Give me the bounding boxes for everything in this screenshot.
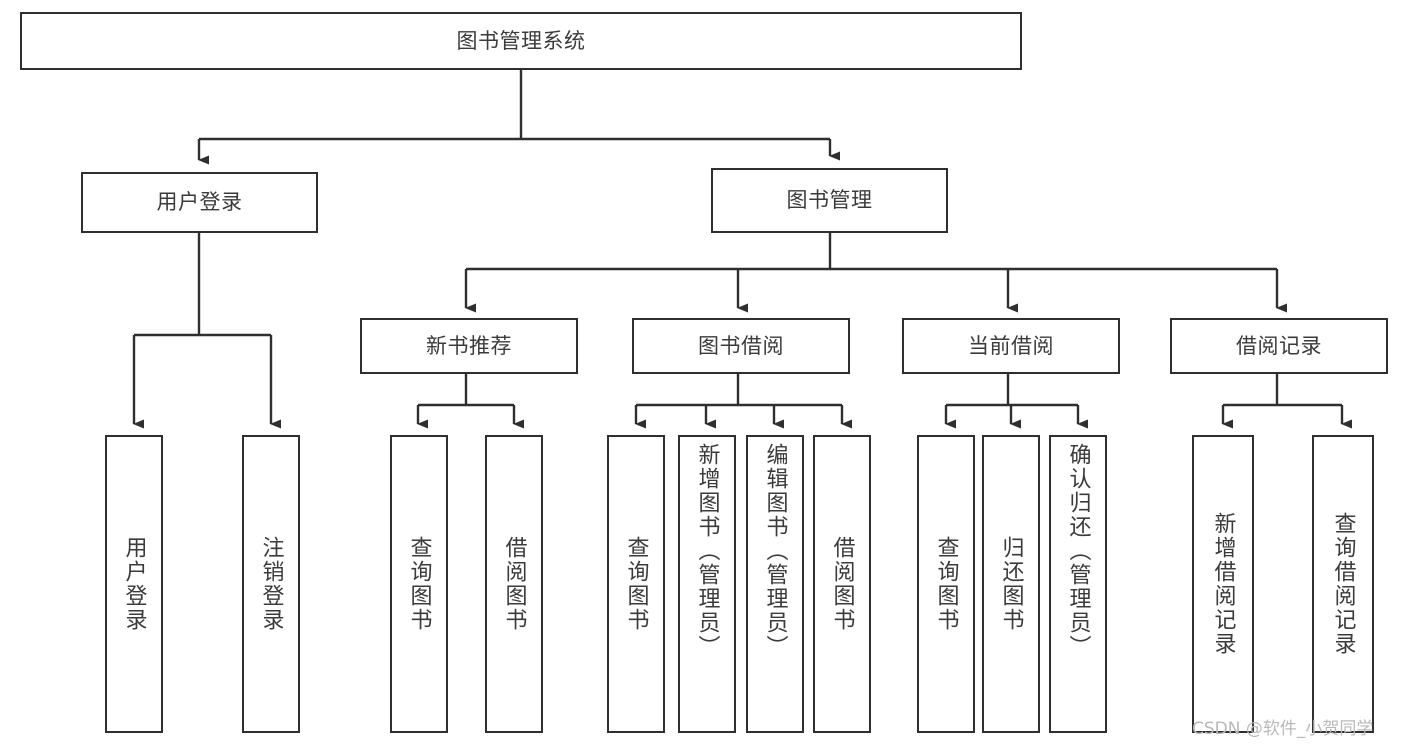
node-label: 图书管理 [786,188,873,213]
leaf-new-book-query[interactable]: 查询图书 [390,435,448,733]
leaf-book-borrow-add[interactable]: 新增图书（管理员） [678,435,736,733]
leaf-user-login-login[interactable]: 用户登录 [105,435,163,733]
node-label: 图书管理系统 [456,28,586,53]
node-label: 查询图书 [406,536,432,632]
leaf-current-borrow-query[interactable]: 查询图书 [917,435,975,733]
node-label: 用户登录 [121,536,147,632]
node-label: 注销登录 [258,536,284,632]
leaf-borrow-record-add[interactable]: 新增借阅记录 [1192,435,1254,733]
node-label: 查询借阅记录 [1330,512,1356,656]
leaf-current-borrow-return[interactable]: 归还图书 [982,435,1040,733]
leaf-user-login-logout[interactable]: 注销登录 [242,435,300,733]
leaf-book-borrow-query[interactable]: 查询图书 [607,435,665,733]
node-label: 新增借阅记录 [1210,512,1236,656]
node-book-management[interactable]: 图书管理 [711,168,948,233]
node-label: 查询图书 [933,536,959,632]
leaf-book-borrow-edit[interactable]: 编辑图书（管理员） [746,435,804,733]
node-borrow-record[interactable]: 借阅记录 [1170,318,1388,374]
node-label: 归还图书 [998,536,1024,632]
node-label: 借阅记录 [1236,333,1322,358]
leaf-new-book-borrow[interactable]: 借阅图书 [485,435,543,733]
node-book-borrow[interactable]: 图书借阅 [632,318,850,374]
node-label: 确认归还（管理员） [1065,443,1091,659]
leaf-current-borrow-confirm-return[interactable]: 确认归还（管理员） [1049,435,1107,733]
leaf-borrow-record-query[interactable]: 查询借阅记录 [1312,435,1374,733]
node-current-borrow[interactable]: 当前借阅 [902,318,1120,374]
node-label: 新增图书（管理员） [694,443,720,659]
node-new-book-recommend[interactable]: 新书推荐 [360,318,578,374]
node-label: 借阅图书 [501,536,527,632]
node-label: 新书推荐 [426,333,512,358]
node-label: 编辑图书（管理员） [762,443,788,659]
csdn-watermark: CSDN @软件_小贺同学 [1192,719,1374,739]
node-label: 图书借阅 [698,333,784,358]
node-user-login[interactable]: 用户登录 [81,172,318,233]
node-label: 用户登录 [156,190,243,215]
node-label: 查询图书 [623,536,649,632]
leaf-book-borrow-borrow[interactable]: 借阅图书 [813,435,871,733]
node-root-book-management-system[interactable]: 图书管理系统 [20,12,1022,70]
node-label: 借阅图书 [829,536,855,632]
node-label: 当前借阅 [968,333,1054,358]
